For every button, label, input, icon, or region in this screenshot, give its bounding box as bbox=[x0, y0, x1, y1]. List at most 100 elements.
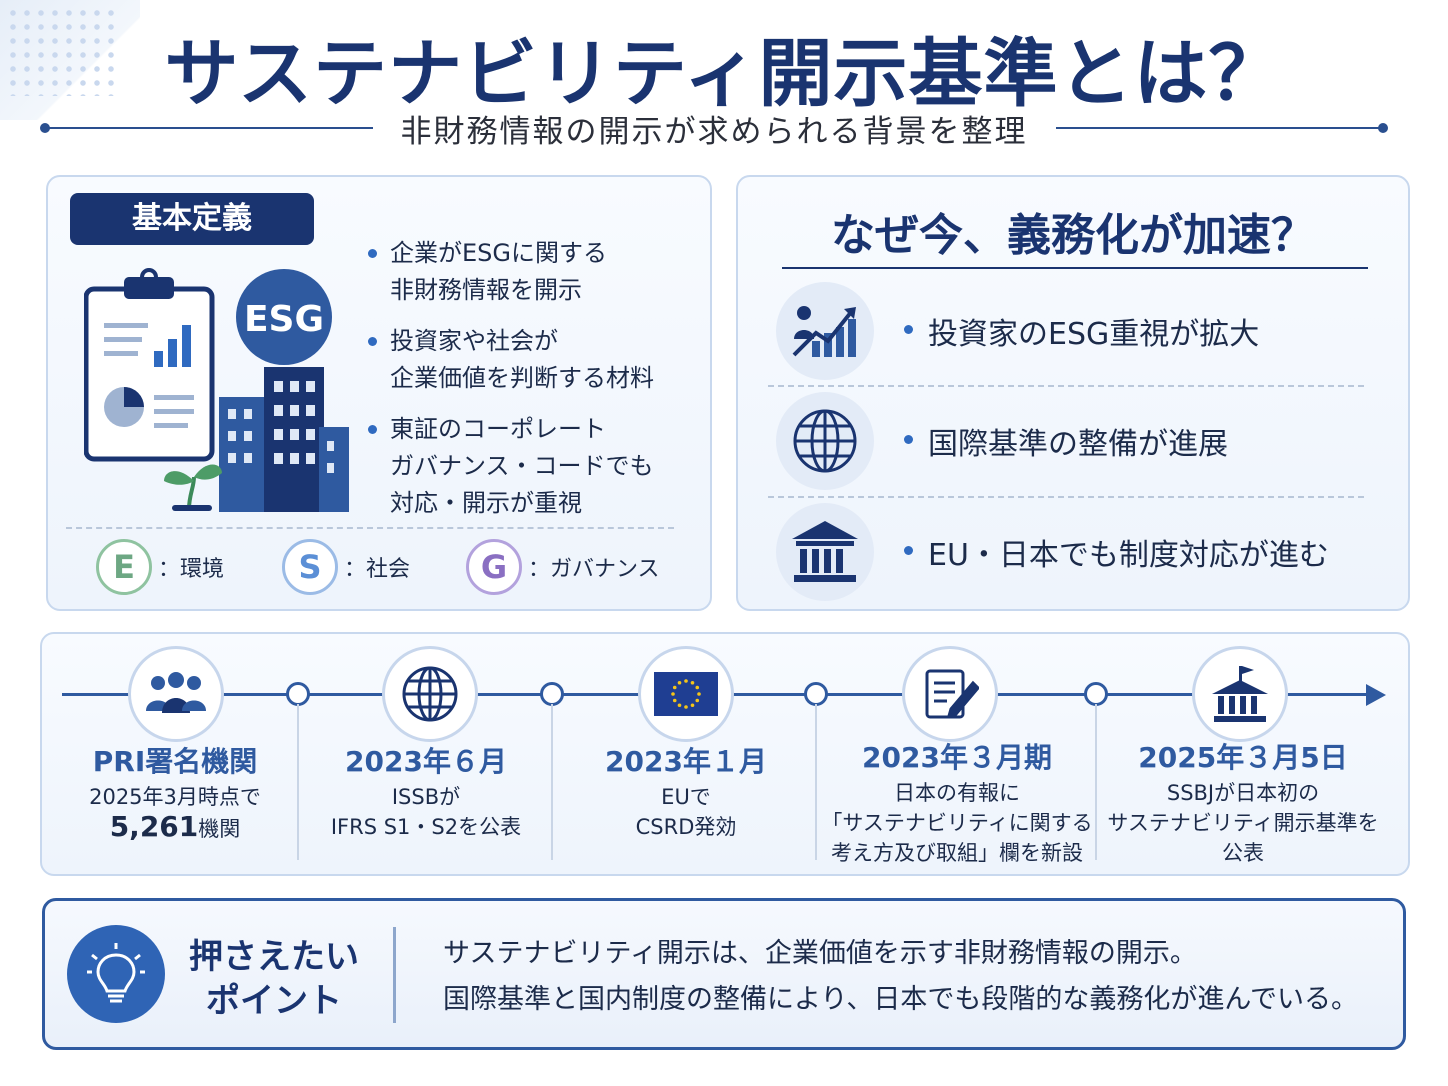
why-item-regulation: EU・日本でも制度対応が進む bbox=[776, 502, 1366, 602]
legend-e-icon: E bbox=[96, 539, 152, 595]
definition-bullet: 企業がESGに関する 非財務情報を開示 bbox=[366, 235, 706, 309]
why-divider bbox=[768, 385, 1364, 387]
why-item-text: 国際基準の整備が進展 bbox=[904, 419, 1228, 463]
legend-governance: G ：ガバナンス bbox=[466, 539, 660, 595]
why-item-standards: 国際基準の整備が進展 bbox=[776, 391, 1366, 491]
sprout-icon bbox=[164, 464, 222, 511]
definition-bullets: 企業がESGに関する 非財務情報を開示 投資家や社会が 企業価値を判断する材料 … bbox=[366, 235, 706, 536]
legend-label: ：環境 bbox=[158, 557, 225, 582]
timeline-text: 公表 bbox=[1222, 841, 1264, 865]
why-item-text: 投資家のESG重視が拡大 bbox=[904, 309, 1259, 353]
key-point-line: 国際基準と国内制度の整備により、日本でも段階的な義務化が進んでいる。 bbox=[443, 984, 1359, 1015]
key-point-label-line: ポイント bbox=[206, 981, 342, 1021]
timeline-date: 2025年３月5日 bbox=[1138, 741, 1348, 774]
timeline-text: ISSBが bbox=[391, 785, 461, 809]
why-item-text: EU・日本でも制度対応が進む bbox=[904, 530, 1329, 574]
timeline-item-csrd: 2023年１月 EUで CSRD発効 bbox=[558, 742, 814, 842]
people-group-icon bbox=[128, 646, 224, 742]
definition-tag: 基本定義 bbox=[70, 193, 314, 245]
key-point-label: 押さえたい ポイント bbox=[179, 935, 369, 1023]
timeline-item-issb: 2023年６月 ISSBが IFRS S1・S2を公表 bbox=[304, 742, 548, 842]
office-buildings-icon bbox=[219, 367, 349, 512]
timeline-date: 2023年６月 bbox=[345, 745, 507, 778]
timeline-text: CSRD発効 bbox=[635, 815, 737, 839]
why-title: なぜ今、義務化が加速？ bbox=[831, 210, 1315, 261]
timeline-text: SSBJが日本初の bbox=[1166, 781, 1320, 805]
timeline-separator bbox=[297, 704, 299, 860]
growth-chart-icon bbox=[776, 282, 874, 380]
definition-bullet: 投資家や社会が 企業価値を判断する材料 bbox=[366, 323, 706, 397]
definition-bullet: 東証のコーポレート ガバナンス・コードでも 対応・開示が重視 bbox=[366, 411, 706, 522]
page-subtitle: 非財務情報の開示が求められる背景を整理 bbox=[400, 113, 1028, 150]
timeline-node bbox=[804, 682, 828, 706]
svg-text:ESG: ESG bbox=[244, 299, 324, 340]
timeline-item-yuho: 2023年３月期 日本の有報に 「サステナビリティに関する 考え方及び取組」欄を… bbox=[820, 738, 1094, 868]
timeline-item-ssbj: 2025年３月5日 SSBJが日本初の サステナビリティ開示基準を 公表 bbox=[1100, 738, 1386, 868]
eu-star-icon bbox=[684, 679, 688, 683]
key-point-divider bbox=[393, 927, 396, 1023]
legend-label: ：社会 bbox=[344, 557, 411, 582]
timeline-count: 5,261機関 bbox=[60, 812, 290, 844]
definition-divider bbox=[66, 527, 674, 529]
bullet-line: 東証のコーポレート bbox=[390, 415, 606, 443]
legend-g-icon: G bbox=[466, 539, 522, 595]
bullet-line: 対応・開示が重視 bbox=[390, 489, 582, 517]
timeline-panel: PRI署名機関 2025年3月時点で 5,261機関 2023年６月 ISSBが… bbox=[40, 632, 1410, 876]
government-building-icon bbox=[776, 503, 874, 601]
timeline-node bbox=[1084, 682, 1108, 706]
why-divider bbox=[768, 496, 1364, 498]
timeline-text: IFRS S1・S2を公表 bbox=[330, 815, 522, 839]
timeline-separator bbox=[551, 704, 553, 860]
definition-panel: 基本定義 ESG bbox=[46, 175, 712, 611]
esg-illustration: ESG bbox=[84, 268, 349, 512]
globe-icon bbox=[382, 646, 478, 742]
key-point-label-line: 押さえたい bbox=[189, 937, 359, 977]
eu-flag-icon bbox=[638, 646, 734, 742]
why-panel: なぜ今、義務化が加速？ 投資家のESG重視が拡大 bbox=[736, 175, 1410, 611]
key-point-panel: 押さえたい ポイント サステナビリティ開示は、企業価値を示す非財務情報の開示。 … bbox=[42, 898, 1406, 1050]
subtitle-row: 非財務情報の開示が求められる背景を整理 bbox=[40, 108, 1388, 150]
subtitle-rule-left bbox=[40, 123, 373, 133]
timeline-separator bbox=[815, 704, 817, 860]
subtitle-rule-right bbox=[1055, 123, 1388, 133]
timeline-text: 日本の有報に bbox=[894, 781, 1020, 805]
corner-dot-pattern bbox=[0, 0, 140, 120]
timeline-text: サステナビリティ開示基準を bbox=[1107, 811, 1379, 835]
timeline-date: 2023年１月 bbox=[605, 745, 767, 778]
legend-label: ：ガバナンス bbox=[528, 557, 660, 582]
eu-star-icon bbox=[695, 698, 700, 703]
why-item-investors: 投資家のESG重視が拡大 bbox=[776, 281, 1366, 381]
bullet-line: ガバナンス・コードでも bbox=[390, 452, 654, 480]
document-edit-icon bbox=[902, 646, 998, 742]
timeline-node bbox=[286, 682, 310, 706]
timeline-text: EUで bbox=[661, 785, 711, 809]
eu-star-icon bbox=[672, 685, 677, 690]
globe-icon bbox=[776, 392, 874, 490]
timeline-text: 2025年3月時点で bbox=[89, 785, 261, 809]
legend-environment: E ：環境 bbox=[96, 539, 224, 595]
timeline-arrow-icon bbox=[1366, 684, 1386, 706]
eu-star-icon bbox=[671, 692, 675, 696]
eu-star-icon bbox=[690, 680, 695, 685]
pri-count-value: 5,261 bbox=[109, 810, 199, 843]
eu-star-icon bbox=[672, 698, 677, 703]
clipboard-icon bbox=[84, 268, 215, 462]
flag-building-icon bbox=[1192, 646, 1288, 742]
timeline-date: PRI署名機関 bbox=[92, 745, 258, 778]
eu-star-icon bbox=[684, 705, 688, 709]
timeline-date: 2023年３月期 bbox=[862, 741, 1052, 774]
page-title: サステナビリティ開示基準とは？ bbox=[164, 31, 1284, 117]
key-point-line: サステナビリティ開示は、企業価値を示す非財務情報の開示。 bbox=[443, 938, 1197, 969]
bullet-line: 企業がESGに関する bbox=[390, 239, 607, 267]
esg-legend: E ：環境 S ：社会 G ：ガバナンス bbox=[96, 539, 696, 599]
eu-star-icon bbox=[677, 703, 682, 708]
eu-star-icon bbox=[677, 680, 682, 685]
bullet-line: 企業価値を判断する材料 bbox=[390, 364, 654, 392]
timeline-text: 「サステナビリティに関する bbox=[821, 811, 1093, 835]
timeline-separator bbox=[1095, 704, 1097, 860]
legend-social: S ：社会 bbox=[282, 539, 410, 595]
why-title-rule bbox=[782, 267, 1368, 269]
eu-star-icon bbox=[690, 703, 695, 708]
timeline-text: 考え方及び取組」欄を新設 bbox=[831, 841, 1083, 865]
eu-star-icon bbox=[697, 692, 701, 696]
